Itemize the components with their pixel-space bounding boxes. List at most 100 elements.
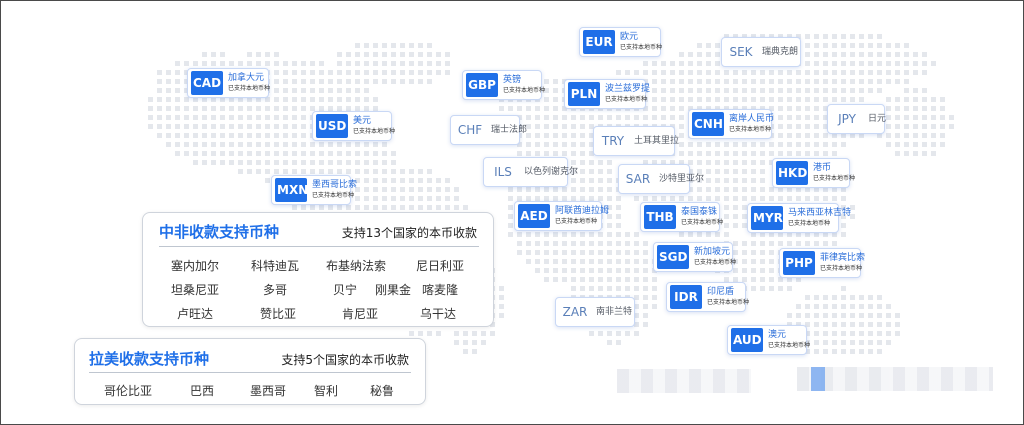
map-dot bbox=[859, 61, 864, 66]
map-dot bbox=[823, 115, 828, 120]
map-dot bbox=[841, 331, 846, 336]
map-dot bbox=[202, 160, 207, 165]
currency-card-php[interactable]: PHP 菲律宾比索已支持本地币种 bbox=[779, 248, 865, 278]
map-dot bbox=[238, 133, 243, 138]
currency-card-sar[interactable]: SAR 沙特里亚尔 bbox=[618, 164, 704, 194]
map-dot bbox=[796, 322, 801, 327]
map-dot bbox=[562, 196, 567, 201]
map-dot bbox=[625, 277, 630, 282]
map-dot bbox=[337, 79, 342, 84]
map-dot bbox=[904, 97, 909, 102]
map-dot bbox=[643, 268, 648, 273]
map-dot bbox=[319, 151, 324, 156]
map-dot bbox=[373, 160, 378, 165]
map-dot bbox=[553, 187, 558, 192]
map-dot bbox=[418, 43, 423, 48]
map-dot bbox=[724, 178, 729, 183]
map-dot bbox=[886, 52, 891, 57]
currency-card-aed[interactable]: AED 阿联酋迪拉姆已支持本地币种 bbox=[514, 201, 609, 231]
map-dot bbox=[661, 70, 666, 75]
map-dot bbox=[688, 88, 693, 93]
map-dot bbox=[166, 106, 171, 111]
currency-card-thb[interactable]: THB 泰国泰铢已支持本地币种 bbox=[640, 202, 723, 232]
currency-card-pln[interactable]: PLN 波兰兹罗提已支持本地币种 bbox=[564, 79, 650, 109]
map-dot bbox=[877, 313, 882, 318]
map-dot bbox=[319, 205, 324, 210]
map-dot bbox=[571, 286, 576, 291]
currency-card-zar[interactable]: ZAR 南非兰特 bbox=[555, 297, 635, 327]
currency-card-ils[interactable]: ILS 以色列谢克尔 bbox=[483, 157, 578, 187]
map-dot bbox=[832, 322, 837, 327]
map-dot bbox=[643, 250, 648, 255]
currency-card-eur[interactable]: EUR 欧元已支持本地币种 bbox=[579, 27, 662, 57]
map-dot bbox=[256, 124, 261, 129]
map-dot bbox=[859, 97, 864, 102]
map-dot bbox=[850, 79, 855, 84]
map-dot bbox=[679, 142, 684, 147]
currency-code: GBP bbox=[466, 73, 498, 97]
currency-card-sgd[interactable]: SGD 新加坡元已支持本地币种 bbox=[653, 242, 736, 272]
map-dot bbox=[436, 52, 441, 57]
currency-card-idr[interactable]: IDR 印尼盾已支持本地币种 bbox=[666, 282, 749, 312]
map-dot bbox=[742, 259, 747, 264]
map-dot bbox=[562, 106, 567, 111]
map-dot bbox=[418, 187, 423, 192]
map-dot bbox=[832, 340, 837, 345]
map-dot bbox=[949, 124, 954, 129]
map-dot bbox=[841, 34, 846, 39]
map-dot bbox=[355, 187, 360, 192]
currency-card-cad[interactable]: CAD 加拿大元已支持本地币种 bbox=[187, 68, 270, 98]
map-dot bbox=[724, 151, 729, 156]
map-dot bbox=[490, 331, 495, 336]
map-dot bbox=[373, 106, 378, 111]
map-dot bbox=[913, 115, 918, 120]
map-dot bbox=[319, 88, 324, 93]
map-dot bbox=[292, 115, 297, 120]
map-dot bbox=[346, 97, 351, 102]
map-dot bbox=[274, 52, 279, 57]
currency-card-myr[interactable]: MYR 马来西亚林吉特已支持本地币种 bbox=[747, 203, 851, 233]
latam-currency-panel: 拉美收款支持币种 支持5个国家的本币收款 哥伦比亚 巴西 墨西哥 智利 秘鲁 bbox=[74, 338, 426, 405]
map-dot bbox=[724, 232, 729, 237]
map-dot bbox=[553, 232, 558, 237]
currency-card-sek[interactable]: SEK 瑞典克朗 bbox=[721, 37, 801, 67]
currency-card-gbp[interactable]: GBP 英镑已支持本地币种 bbox=[462, 70, 545, 100]
country-item: 卢旺达 bbox=[176, 307, 213, 321]
map-dot bbox=[355, 43, 360, 48]
map-dot bbox=[292, 142, 297, 147]
map-dot bbox=[364, 151, 369, 156]
map-dot bbox=[778, 187, 783, 192]
map-dot bbox=[778, 97, 783, 102]
map-dot bbox=[742, 223, 747, 228]
map-dot bbox=[184, 97, 189, 102]
currency-card-mxn[interactable]: MXN 墨西哥比索已支持本地币种 bbox=[271, 175, 357, 205]
currency-card-chf[interactable]: CHF 瑞士法郎 bbox=[450, 115, 527, 145]
map-dot bbox=[922, 70, 927, 75]
map-dot bbox=[436, 187, 441, 192]
currency-card-cnh[interactable]: CNH 离岸人民币已支持本地币种 bbox=[688, 109, 774, 139]
map-dot bbox=[535, 151, 540, 156]
currency-name: 马来西亚林吉特 bbox=[788, 208, 852, 218]
map-dot bbox=[346, 61, 351, 66]
map-dot bbox=[625, 70, 630, 75]
map-dot bbox=[868, 295, 873, 300]
currency-card-hkd[interactable]: HKD 港币已支持本地币种 bbox=[772, 158, 855, 188]
map-dot bbox=[805, 142, 810, 147]
map-dot bbox=[310, 97, 315, 102]
map-dot bbox=[931, 151, 936, 156]
map-dot bbox=[355, 70, 360, 75]
map-dot bbox=[535, 124, 540, 129]
currency-card-aud[interactable]: AUD 澳元已支持本地币种 bbox=[727, 325, 810, 355]
currency-card-try[interactable]: TRY 土耳其里拉 bbox=[593, 126, 679, 156]
map-dot bbox=[913, 52, 918, 57]
map-dot bbox=[688, 232, 693, 237]
map-dot bbox=[787, 187, 792, 192]
map-dot bbox=[157, 115, 162, 120]
currency-card-usd[interactable]: USD 美元已支持本地币种 bbox=[312, 111, 395, 141]
map-dot bbox=[922, 115, 927, 120]
map-dot bbox=[598, 187, 603, 192]
currency-code: CHF bbox=[457, 123, 483, 137]
currency-card-jpy[interactable]: JPY 日元 bbox=[827, 104, 886, 134]
map-dot bbox=[688, 160, 693, 165]
map-dot bbox=[157, 97, 162, 102]
